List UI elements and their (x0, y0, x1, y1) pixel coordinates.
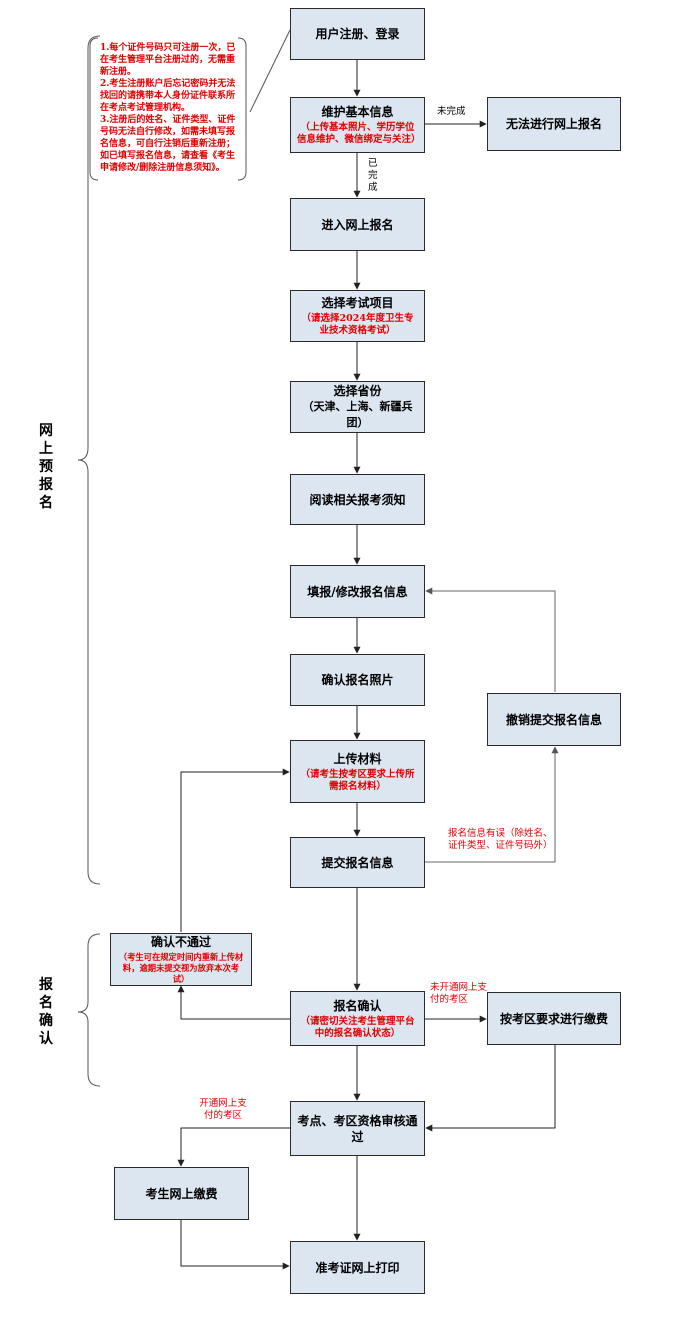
note-callout-line (249, 29, 291, 113)
node-cannot-register: 无法进行网上报名 (487, 97, 621, 151)
node-registration-confirm: 报名确认 （请密切关注考生管理平台中的报名确认状态） (290, 991, 425, 1046)
node-enter-online-title: 进入网上报名 (321, 217, 394, 232)
node-registration-confirm-title: 报名确认 (333, 998, 382, 1013)
note-bracket (237, 37, 247, 181)
registration-notes: 1.每个证件号码只可注册一次，已在考生管理平台注册过的，无需重新注册。 2.考生… (100, 42, 240, 174)
node-read-notice: 阅读相关报考须知 (290, 474, 425, 525)
node-fill-info: 填报/修改报名信息 (290, 565, 425, 618)
edge-review-onlinepay (177, 1127, 290, 1167)
section-confirm-label: 报名确认 (39, 977, 53, 1047)
brace-confirm (77, 933, 101, 1087)
node-register: 用户注册、登录 (290, 8, 425, 60)
node-register-title: 用户注册、登录 (315, 27, 400, 41)
node-confirm-photo-title: 确认报名照片 (321, 673, 394, 687)
node-pay-by-region: 按考区要求进行缴费 (487, 992, 621, 1045)
note-3: 3.注册后的姓名、证件类型、证件号码无法自行修改，如需未填写报名信息，可自行注销… (100, 115, 236, 173)
node-basic-info: 维护基本信息 （上传基本照片、学历学位信息维护、微信绑定与关注） (290, 97, 425, 153)
edge-onlinepay-print (180, 1220, 290, 1270)
node-review-pass-title: 考点、考区资格审核通过 (297, 1113, 418, 1144)
note-1: 1.每个证件号码只可注册一次，已在考生管理平台注册过的，无需重新注册。 (100, 43, 236, 77)
node-select-province: 选择省份 （天津、上海、新疆兵团） (290, 381, 425, 433)
node-pay-by-region-title: 按考区要求进行缴费 (499, 1011, 608, 1026)
edge-fail-upload (180, 768, 290, 932)
brace-online (77, 35, 101, 885)
node-confirm-fail: 确认不通过 （考生可在规定时间内重新上传材料，逾期未提交视为放弃本次考试） (110, 933, 252, 986)
note-bracket-left (89, 37, 99, 181)
edge-submit-revoke (425, 746, 559, 863)
node-upload-materials-title: 上传材料 (333, 751, 382, 766)
node-review-pass: 考点、考区资格审核通过 (290, 1101, 425, 1156)
node-upload-materials: 上传材料 （请考生按考区要求上传所需报名材料） (290, 740, 425, 803)
node-basic-info-sub: （上传基本照片、学历学位信息维护、微信绑定与关注） (297, 122, 421, 145)
node-revoke-info-title: 撤销提交报名信息 (505, 712, 602, 727)
node-enter-online: 进入网上报名 (290, 198, 425, 251)
node-upload-materials-sub: （请考生按考区要求上传所需报名材料） (300, 768, 415, 792)
node-basic-info-title: 维护基本信息 (321, 105, 394, 119)
edge-pay-review (425, 1045, 556, 1132)
node-select-province-title: 选择省份 (333, 384, 382, 398)
node-fill-info-title: 填报/修改报名信息 (307, 584, 408, 599)
node-online-payment: 考生网上缴费 (114, 1167, 249, 1220)
edge-confirm-fail (177, 985, 290, 1020)
node-online-payment-title: 考生网上缴费 (145, 1186, 218, 1201)
node-print-ticket-title: 准考证网上打印 (315, 1260, 400, 1275)
section-online-label: 网上预报名 (39, 423, 53, 511)
edge-label-info-error: 报名信息有误（除姓名、证件类型、证件号码外） (448, 828, 553, 851)
node-submit-info: 提交报名信息 (290, 837, 425, 888)
node-confirm-fail-title: 确认不通过 (150, 935, 211, 949)
node-print-ticket: 准考证网上打印 (290, 1241, 425, 1294)
edge-label-done: 已完成 (368, 158, 378, 193)
node-select-exam: 选择考试项目 （请选择2024年度卫生专业技术资格考试） (290, 290, 425, 342)
edge-label-no-online-pay: 未开通网上支付的考区 (430, 982, 488, 1005)
note-2: 2.考生注册账户后忘记密码并无法找回的请携带本人身份证件联系所在考点考试管理机构… (100, 79, 236, 113)
node-revoke-info: 撤销提交报名信息 (487, 693, 621, 746)
node-registration-confirm-sub: （请密切关注考生管理平台中的报名确认状态） (300, 1015, 415, 1039)
node-confirm-photo: 确认报名照片 (290, 654, 425, 706)
edge-revoke-fill (425, 587, 556, 692)
edge-label-not-done: 未完成 (437, 106, 466, 117)
node-read-notice-title: 阅读相关报考须知 (309, 492, 406, 507)
node-select-exam-sub: （请选择2024年度卫生专业技术资格考试） (301, 313, 414, 336)
node-select-exam-title: 选择考试项目 (321, 296, 394, 310)
node-confirm-fail-sub: （考生可在规定时间内重新上传材料，逾期未提交视为放弃本次考试） (118, 952, 244, 984)
node-cannot-register-title: 无法进行网上报名 (505, 117, 602, 131)
node-submit-info-title: 提交报名信息 (321, 855, 394, 870)
node-select-province-sub: （天津、上海、新疆兵团） (302, 400, 413, 429)
edge-label-has-online-pay: 开通网上支付的考区 (199, 1098, 247, 1121)
